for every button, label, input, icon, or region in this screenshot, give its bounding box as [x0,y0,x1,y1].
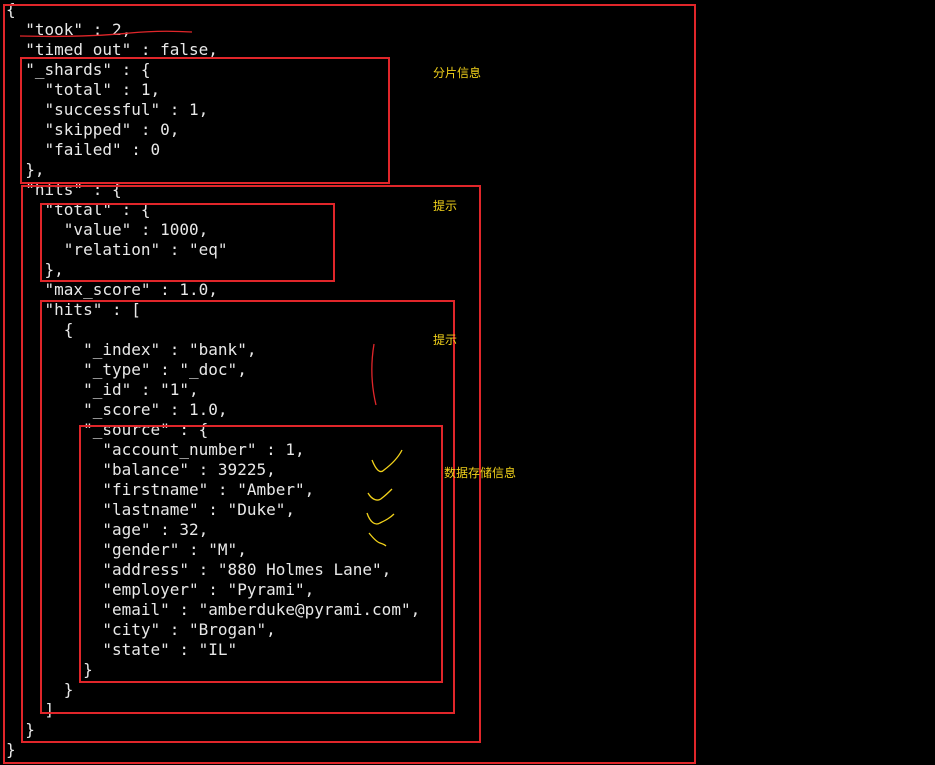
source-note: 数据存储信息 [444,466,517,480]
json-line: "gender" : "M", [6,540,247,559]
hits-array-box [40,300,455,714]
hits-box [21,185,481,743]
source-box [79,425,443,683]
json-line: } [6,660,93,679]
json-line: "successful" : 1, [6,100,209,119]
json-line: "max_score" : 1.0, [6,280,218,299]
json-line: { [6,320,74,339]
json-line: "total" : 1, [6,80,161,99]
shards-note: 分片信息 [433,66,482,80]
json-line: } [6,680,74,699]
json-line: "_score" : 1.0, [6,400,228,419]
json-line: "skipped" : 0, [6,120,180,139]
json-line: } [6,740,16,759]
json-line: "firstname" : "Amber", [6,480,315,499]
json-line: { [6,0,16,19]
json-line: "hits" : [ [6,300,141,319]
json-line: "email" : "amberduke@pyrami.com", [6,600,421,619]
json-line: "employer" : "Pyrami", [6,580,315,599]
json-line: "state" : "IL" [6,640,238,659]
json-line: }, [6,260,64,279]
json-line: "_shards" : { [6,60,151,79]
json-line: "address" : "880 Holmes Lane", [6,560,392,579]
json-line: "age" : 32, [6,520,209,539]
json-line: "city" : "Brogan", [6,620,276,639]
json-line: "_type" : "_doc", [6,360,247,379]
json-line: "_source" : { [6,420,209,439]
hits-note: 提示 [433,199,458,213]
json-line: "failed" : 0 [6,140,161,159]
json-line: ] [6,700,55,719]
json-line: "balance" : 39225, [6,460,276,479]
outer-box [3,4,696,764]
json-line: "value" : 1000, [6,220,209,239]
json-line: "lastname" : "Duke", [6,500,295,519]
inner-hits-note: 提示 [433,333,458,347]
json-line: "hits" : { [6,180,122,199]
json-line: } [6,720,35,739]
json-line: "relation" : "eq" [6,240,228,259]
hits-total-box [40,203,335,282]
json-line: "account_number" : 1, [6,440,305,459]
json-line: "timed_out" : false, [6,40,218,59]
json-line: "_index" : "bank", [6,340,257,359]
json-line: }, [6,160,45,179]
json-line: "_id" : "1", [6,380,199,399]
shards-box [20,57,390,184]
